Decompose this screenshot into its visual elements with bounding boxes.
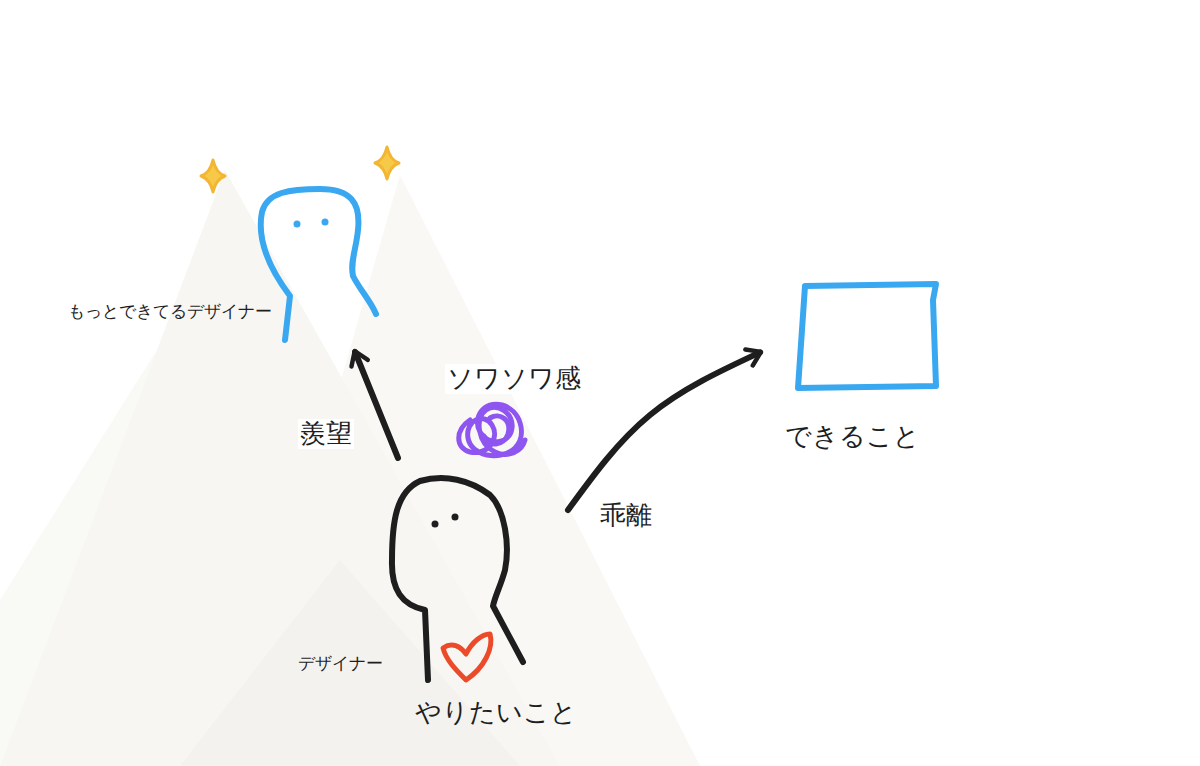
- figure-drawing: [290, 465, 581, 732]
- figure-eye: [294, 221, 301, 228]
- heart-symbol: [443, 634, 491, 680]
- mountain-shapes: [0, 170, 700, 766]
- arrow-connector: [568, 352, 760, 510]
- figure-eye: [452, 514, 459, 521]
- aspirational-designer-figure: もっとできてるデザイナー: [60, 150, 385, 345]
- node-text: デザイナー: [298, 654, 383, 674]
- note-label: ソワソワ感: [445, 364, 583, 394]
- arrow-connector: [355, 352, 398, 458]
- capability-box: できること: [775, 275, 945, 456]
- node-text: できること: [785, 422, 920, 452]
- edge-label: 羨望: [298, 419, 354, 449]
- node-text: やりたいこと: [415, 698, 577, 728]
- edge-label: 乖離: [598, 501, 654, 531]
- figure-eye: [322, 219, 329, 226]
- figure-outline: [392, 478, 523, 680]
- mountain: [180, 560, 520, 766]
- node-text: もっとできてるデザイナー: [68, 302, 272, 322]
- sparkle: [375, 147, 399, 179]
- designer-figure: デザイナーやりたいこと: [290, 465, 581, 732]
- sparkle: [201, 160, 225, 192]
- figure-eye: [432, 521, 439, 528]
- figure-outline: [261, 189, 376, 340]
- purple-scribble: [459, 404, 525, 456]
- box-outline: [798, 284, 936, 388]
